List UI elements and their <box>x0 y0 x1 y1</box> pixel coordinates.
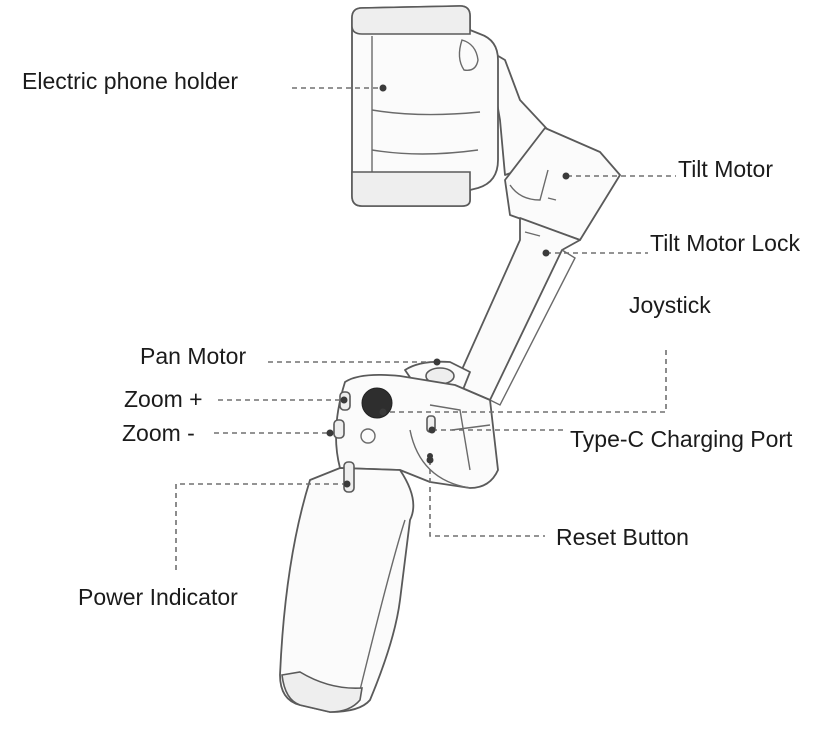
label-power-indicator: Power Indicator <box>78 584 238 610</box>
label-joystick: Joystick <box>629 292 711 318</box>
label-reset-button: Reset Button <box>556 524 689 550</box>
label-type-c-charging-port: Type-C Charging Port <box>570 426 793 452</box>
label-zoom-minus: Zoom - <box>122 420 195 446</box>
phone-holder-shape <box>351 5 499 207</box>
leader-reset-button <box>429 460 545 537</box>
label-tilt-motor: Tilt Motor <box>678 156 773 182</box>
leader-joystick <box>383 350 667 413</box>
label-tilt-motor-lock: Tilt Motor Lock <box>650 230 800 256</box>
leader-lines <box>175 84 676 570</box>
label-pan-motor: Pan Motor <box>140 343 247 369</box>
gimbal-body <box>279 5 621 713</box>
label-zoom-plus: Zoom + <box>124 386 203 412</box>
leader-power-indicator <box>175 483 346 570</box>
label-electric-phone-holder: Electric phone holder <box>22 68 239 94</box>
